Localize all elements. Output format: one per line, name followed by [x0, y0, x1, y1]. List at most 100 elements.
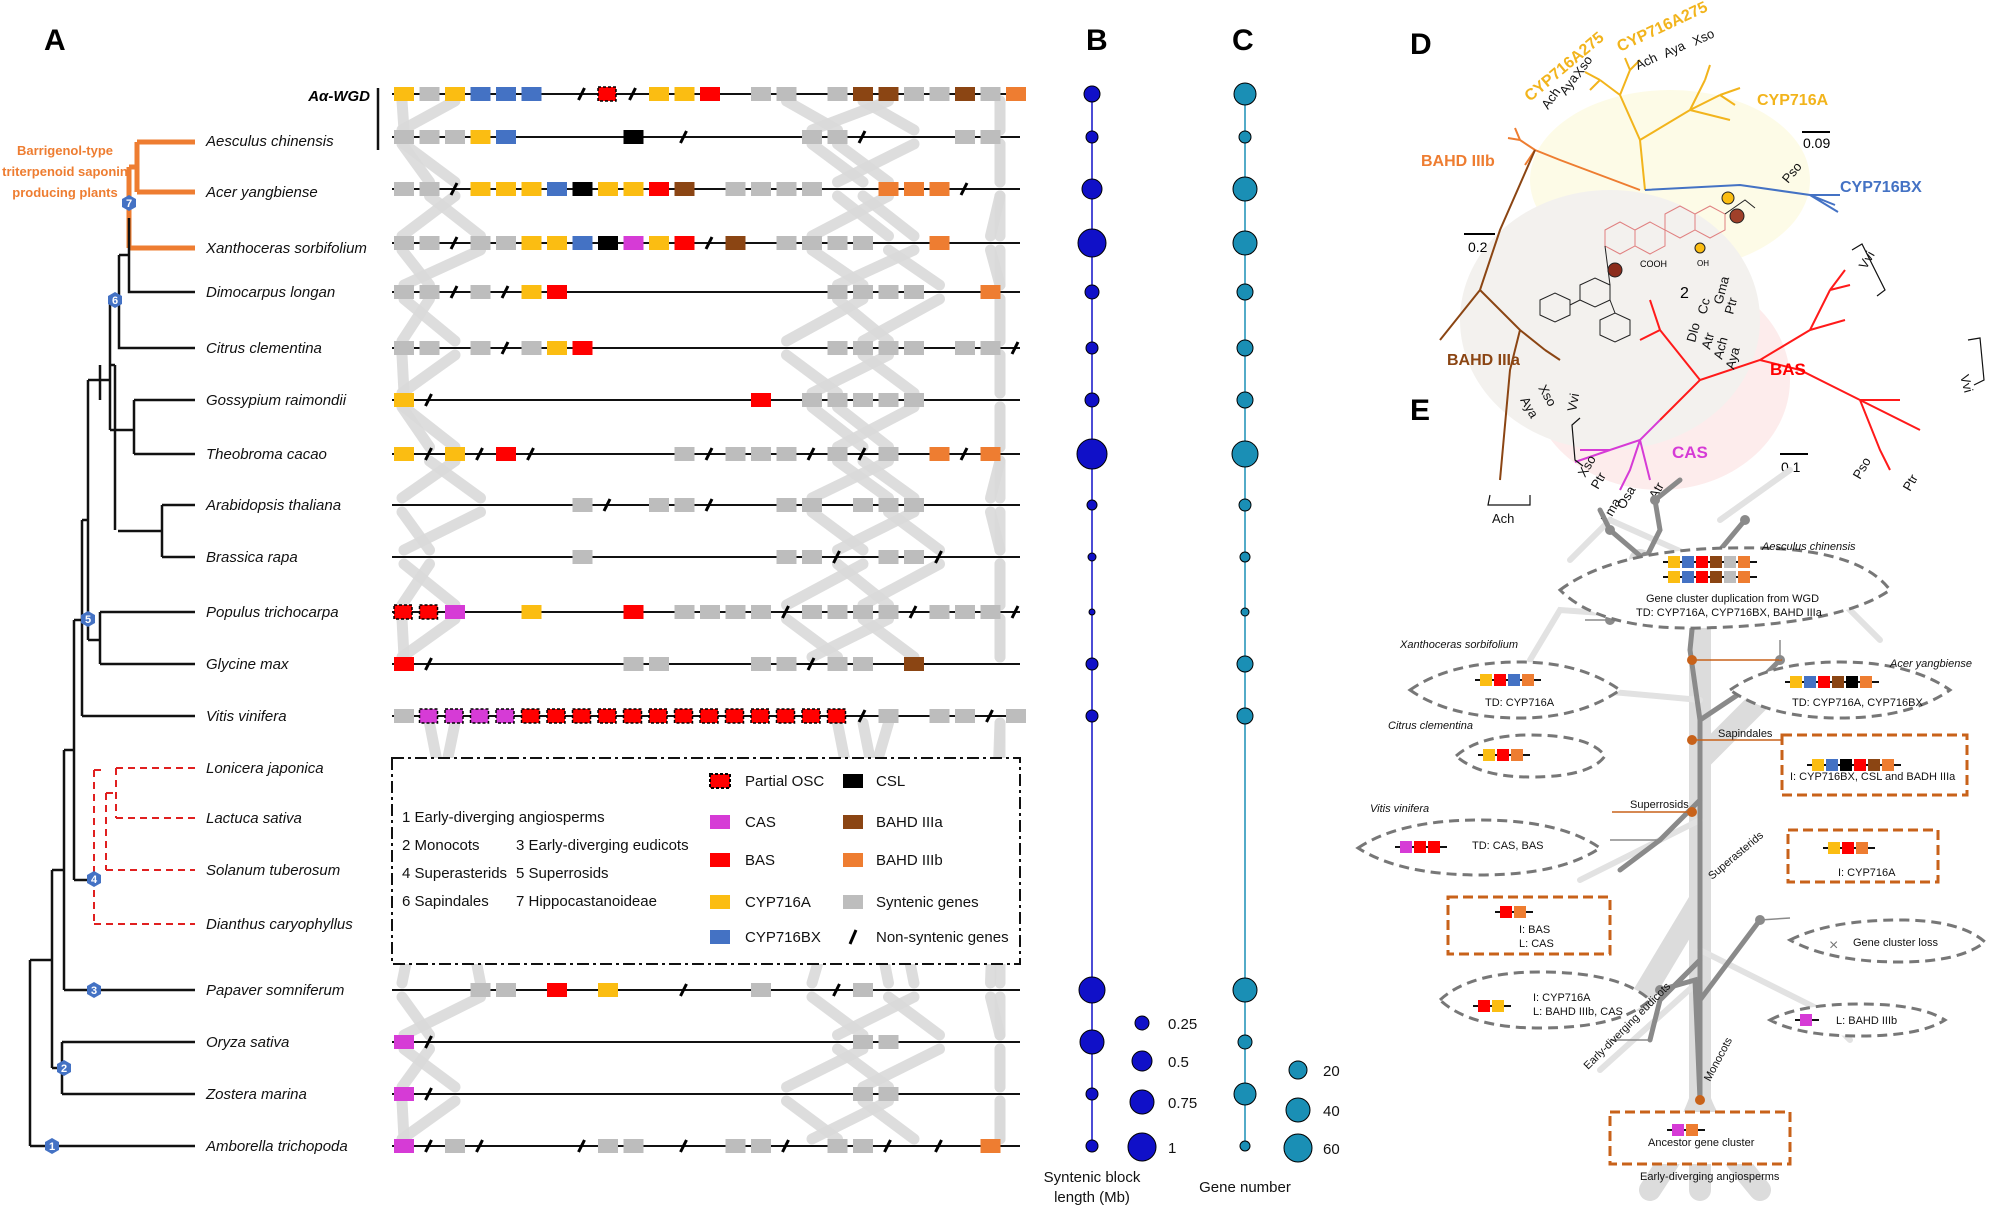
gene-box — [827, 87, 848, 101]
panel-e-species-citrus: Citrus clementina — [1388, 720, 1473, 732]
scale-label-d2: 0.2 — [1468, 239, 1488, 255]
non-syntenic-mark — [449, 182, 459, 196]
clade-cyp716bx: CYP716BX — [1840, 179, 1922, 196]
note: Early-diverging angiosperms — [1640, 1171, 1780, 1183]
tip-label: Gma — [1710, 274, 1732, 306]
gene-box — [955, 709, 975, 723]
legend-gene-bas: BAS — [745, 852, 775, 869]
gene-box — [725, 236, 746, 250]
gene-box — [904, 550, 924, 564]
gene-box — [394, 182, 414, 196]
clade-label-line-1: Barrigenol-type — [17, 143, 113, 158]
gene-box — [878, 87, 899, 101]
tip-label: Aya — [1661, 37, 1688, 60]
gene-box — [674, 447, 695, 461]
gene-box — [904, 285, 924, 299]
gene-box — [853, 605, 873, 619]
tip-label: Atr — [1698, 330, 1717, 351]
mini-gene-box — [1882, 759, 1894, 771]
legend-swatch-syntenic — [843, 895, 863, 909]
gene-box-partial-osc — [597, 86, 617, 102]
node-7-label: 7 — [126, 198, 132, 210]
block-length-bubble — [1086, 499, 1098, 511]
gene-box — [700, 87, 720, 101]
gene-box — [751, 983, 771, 997]
non-syntenic-mark — [602, 498, 612, 512]
gene-number-bubble — [1237, 1034, 1253, 1050]
non-syntenic-mark — [806, 657, 816, 671]
gene-box — [751, 447, 771, 461]
non-syntenic-mark — [1010, 605, 1020, 619]
loss-cross-icon: × — [1829, 937, 1838, 954]
mini-gene-box — [1812, 759, 1824, 771]
synteny-ribbon — [396, 95, 461, 136]
gene-number-bubble — [1236, 283, 1254, 301]
compound-structure — [1539, 191, 1756, 343]
gene-box — [394, 447, 414, 461]
synteny-ribbon — [398, 558, 461, 611]
gene-box — [394, 236, 414, 250]
legend-swatch-partial-osc — [709, 773, 731, 789]
gene-number-bubble — [1236, 339, 1254, 357]
species-label: Populus trichocarpa — [206, 604, 339, 621]
block-length-bubble — [1088, 608, 1096, 616]
gene-box — [623, 657, 644, 671]
non-syntenic-mark — [526, 447, 535, 461]
note: I: CYP716BX, CSL and BADH IIIa — [1790, 771, 1956, 783]
mini-gene-box — [1414, 841, 1426, 853]
gene-box — [394, 87, 414, 101]
gene-box-partial-osc — [469, 708, 490, 724]
gene-box — [751, 393, 771, 407]
node-3-label: 3 — [91, 985, 97, 997]
gene-box — [521, 341, 542, 355]
gene-number-bubble — [1232, 176, 1258, 202]
scale-b-label-3: 0.75 — [1168, 1095, 1197, 1112]
species-label: Oryza sativa — [206, 1034, 289, 1051]
gene-number-bubble — [1231, 440, 1259, 468]
bahd-iiib-branches — [1507, 127, 1641, 191]
species-label: Lactuca sativa — [206, 810, 302, 827]
gene-box — [649, 498, 669, 512]
mini-gene-box — [1840, 759, 1852, 771]
branch-label-superasterids: Superasterids — [1706, 829, 1766, 882]
legend-swatch-cyp716bx — [710, 930, 730, 944]
clade-bahd-iiib: BAHD IIIb — [1421, 153, 1495, 170]
gene-box — [572, 182, 593, 196]
legend-node-2: 2 Monocots — [402, 837, 480, 854]
panel-label-d: D — [1410, 28, 1432, 61]
gene-box — [776, 657, 797, 671]
block-length-bubble — [1076, 438, 1108, 470]
legend-box: 1 Early-diverging angiosperms 2 Monocots… — [391, 757, 1021, 965]
gene-box — [470, 87, 491, 101]
gene-box — [980, 605, 1001, 619]
note: TD: CAS, BAS — [1472, 840, 1544, 852]
synteny-ribbon — [857, 613, 920, 663]
gene-box — [623, 1139, 644, 1153]
gene-box — [980, 87, 1001, 101]
gene-box — [853, 393, 873, 407]
node-badge: 3 — [87, 982, 101, 998]
gene-number-bubble — [1236, 655, 1254, 673]
gene-box — [853, 1035, 873, 1049]
legend-gene-partial-osc: Partial OSC — [745, 773, 824, 790]
species-label: Papaver somniferum — [206, 982, 344, 999]
gene-box — [394, 285, 414, 299]
gene-box — [827, 341, 848, 355]
leaf-citrus — [1453, 733, 1607, 779]
species-label: Solanum tuberosum — [206, 862, 340, 879]
gene-box — [853, 657, 873, 671]
gene-box — [674, 498, 695, 512]
mini-gene-box — [1696, 571, 1708, 583]
block-length-bubble — [1085, 130, 1099, 144]
mini-gene-box — [1804, 676, 1816, 688]
gene-box — [776, 447, 797, 461]
gene-box — [572, 236, 593, 250]
gene-box — [496, 87, 516, 101]
event-connectors — [1612, 659, 1788, 813]
gene-box — [878, 447, 899, 461]
block-length-bubble — [1078, 976, 1106, 1004]
panel-label-a: A — [44, 24, 66, 57]
block-length-bubble — [1085, 657, 1099, 671]
leaf-monocots — [1766, 1002, 1948, 1038]
note: I: BAS — [1519, 924, 1550, 936]
